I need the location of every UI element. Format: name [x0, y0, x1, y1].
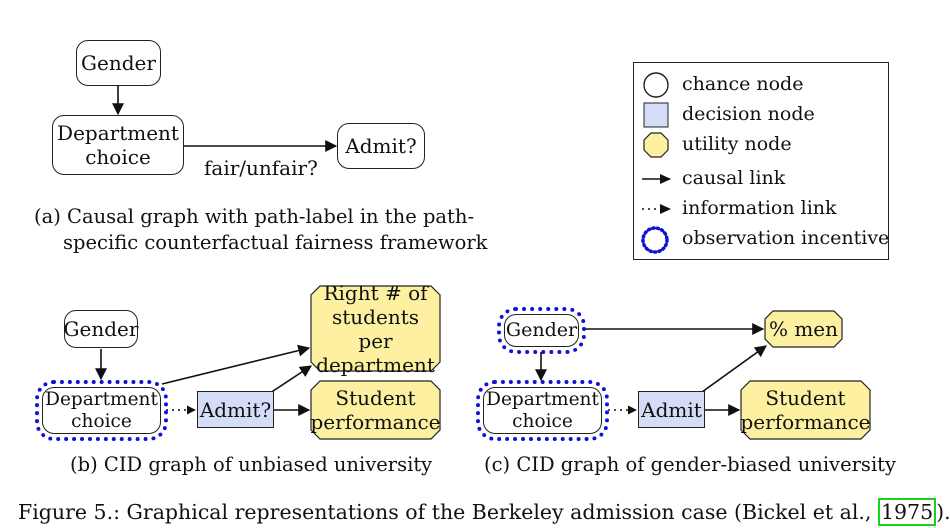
admit-decision-node-b: Admit? — [197, 391, 274, 428]
legend-row-decision: decision node — [634, 101, 888, 129]
utility-node-b-top — [310, 285, 441, 372]
legend-label-chance: chance node — [682, 73, 804, 95]
legend-row-information: information link — [634, 195, 888, 223]
utility-label-c-bottom: Student performance — [740, 386, 871, 434]
utility-label-c-top: % men — [768, 317, 839, 341]
department-choice-node-b: Department choice — [35, 380, 168, 441]
legend-label-causal: causal link — [682, 167, 786, 189]
decision-node-icon — [643, 102, 669, 128]
department-choice-node: Department choice — [52, 115, 184, 175]
gender-node: Gender — [76, 40, 161, 86]
utility-node-c-top — [764, 310, 843, 348]
caption-b: (b) CID graph of unbiased university — [70, 453, 433, 476]
caption-a-line1: (a) Causal graph with path-label in the … — [34, 205, 475, 228]
gender-node-c: Gender — [497, 307, 586, 354]
edge-c-admit-utility-top — [701, 345, 767, 393]
utility-label-b-top: Right # of students per department — [316, 280, 435, 377]
legend: chance node decision node utility node c… — [633, 62, 889, 260]
citation-year-link[interactable]: 1975 — [877, 498, 937, 526]
gender-node-b: Gender — [64, 310, 138, 348]
chance-node-icon — [643, 72, 669, 98]
department-choice-node-c: Department choice — [476, 380, 609, 441]
figure-caption: Figure 5.: Graphical representations of … — [18, 498, 950, 526]
caption-c: (c) CID graph of gender-biased universit… — [484, 453, 897, 476]
legend-label-decision: decision node — [682, 103, 815, 125]
utility-label-b-bottom: Student performance — [310, 386, 441, 434]
legend-label-information: information link — [682, 197, 837, 219]
figure-caption-text: Figure 5.: Graphical representations of … — [18, 500, 878, 524]
causal-link-icon — [642, 174, 671, 184]
utility-node-icon — [643, 132, 669, 158]
legend-row-causal: causal link — [634, 165, 888, 193]
utility-node-b-bottom — [310, 380, 441, 440]
legend-row-observation: observation incentive — [634, 225, 890, 254]
admit-node: Admit? — [337, 123, 425, 169]
admit-decision-node-c: Admit — [638, 391, 705, 428]
caption-a-line2: specific counterfactual fairness framewo… — [63, 231, 488, 254]
legend-row-utility: utility node — [634, 131, 888, 159]
fair-unfair-label: fair/unfair? — [204, 156, 318, 180]
utility-node-c-bottom — [740, 380, 871, 440]
legend-label-utility: utility node — [682, 133, 792, 155]
edge-b-department-utility-top — [161, 344, 311, 385]
observation-incentive-icon — [641, 226, 669, 254]
legend-label-observation: observation incentive — [682, 227, 890, 249]
legend-row-chance: chance node — [634, 71, 888, 99]
information-link-icon — [642, 204, 671, 214]
figure-caption-end: ). — [936, 500, 950, 524]
